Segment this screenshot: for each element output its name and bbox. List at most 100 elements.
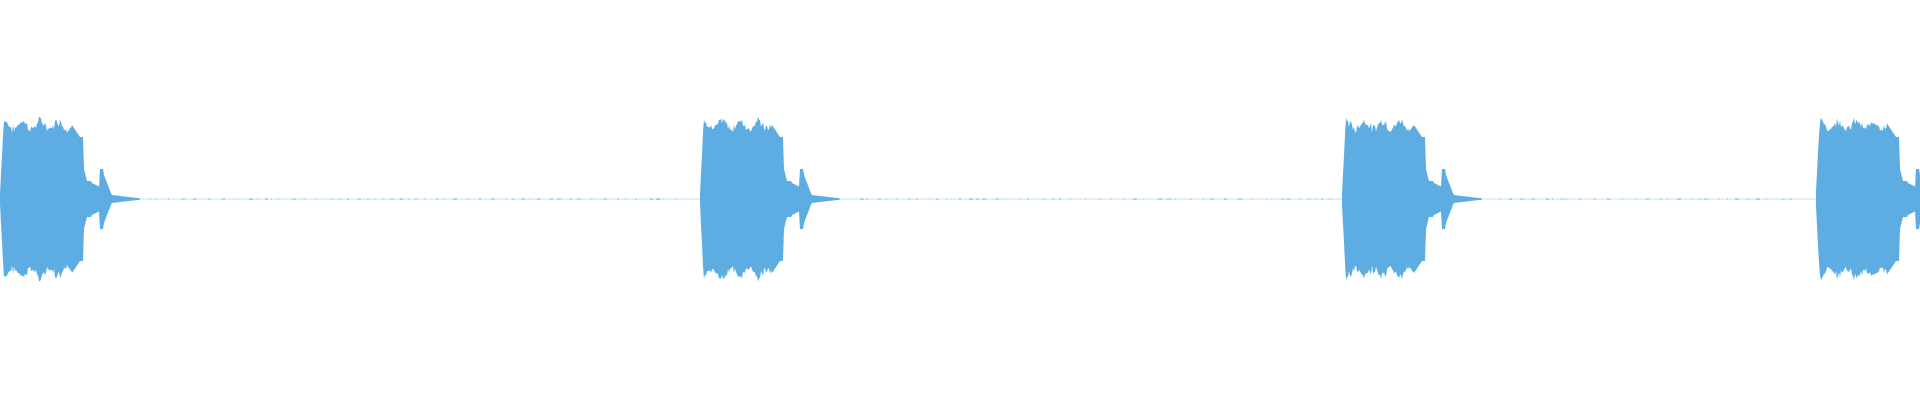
noise-speck xyxy=(1321,198,1323,200)
noise-speck xyxy=(1175,198,1176,200)
noise-speck xyxy=(208,198,211,200)
noise-speck xyxy=(896,198,897,200)
noise-speck xyxy=(1660,198,1662,200)
noise-speck xyxy=(1210,198,1214,200)
noise-speck xyxy=(1099,198,1102,200)
noise-speck xyxy=(1299,198,1300,200)
noise-speck xyxy=(886,198,887,200)
noise-speck xyxy=(453,198,457,200)
noise-speck xyxy=(1719,198,1720,200)
noise-speck xyxy=(181,198,185,200)
noise-speck xyxy=(1635,198,1636,200)
noise-speck xyxy=(1315,198,1316,200)
noise-speck xyxy=(1266,198,1267,200)
noise-speck xyxy=(1327,198,1331,200)
noise-speck xyxy=(1607,198,1610,200)
noise-speck xyxy=(1546,198,1549,200)
noise-speck xyxy=(916,198,918,200)
noise-speck xyxy=(908,198,911,200)
noise-speck xyxy=(436,198,438,200)
noise-speck xyxy=(1622,198,1623,200)
noise-speck xyxy=(676,198,677,200)
noise-speck xyxy=(1006,198,1007,200)
noise-speck xyxy=(316,198,317,200)
noise-speck xyxy=(1133,198,1137,200)
noise-speck xyxy=(1746,198,1750,200)
noise-speck xyxy=(400,198,403,200)
noise-speck xyxy=(617,198,619,200)
noise-speck xyxy=(265,198,268,200)
noise-speck xyxy=(1238,198,1242,200)
noise-speck xyxy=(479,198,481,200)
noise-speck xyxy=(1766,198,1767,200)
noise-speck xyxy=(278,198,279,200)
noise-speck xyxy=(995,198,999,200)
noise-speck xyxy=(1020,198,1021,200)
noise-speck xyxy=(1698,198,1701,200)
waveform-burst-4 xyxy=(1816,117,1920,281)
noise-speck xyxy=(1111,198,1112,200)
noise-speck xyxy=(1756,198,1760,200)
noise-speck xyxy=(1735,198,1739,200)
noise-speck xyxy=(168,198,169,200)
noise-speck xyxy=(374,198,375,200)
noise-speck xyxy=(577,198,581,200)
noise-speck xyxy=(1281,198,1284,200)
noise-speck xyxy=(1677,198,1681,200)
noise-speck xyxy=(635,198,637,200)
noise-speck xyxy=(537,198,540,200)
noise-speck xyxy=(1704,198,1708,200)
noise-speck xyxy=(330,198,333,200)
noise-speck xyxy=(625,198,627,200)
noise-speck xyxy=(1691,198,1692,200)
noise-speck xyxy=(1070,198,1071,200)
noise-speck xyxy=(303,198,306,200)
noise-speck xyxy=(491,198,495,200)
noise-speck xyxy=(1666,198,1668,200)
noise-speck xyxy=(1500,198,1501,200)
noise-speck xyxy=(1566,198,1567,200)
noise-speck xyxy=(1167,198,1171,200)
noise-speck xyxy=(928,198,929,200)
noise-speck xyxy=(512,198,514,200)
noise-speck xyxy=(1143,198,1144,200)
noise-speck xyxy=(408,198,409,200)
noise-speck xyxy=(866,198,868,200)
noise-speck xyxy=(1189,198,1192,200)
noise-speck xyxy=(1123,198,1124,200)
noise-speck xyxy=(959,198,961,200)
noise-speck xyxy=(257,198,258,200)
noise-speck xyxy=(424,198,425,200)
noise-speck xyxy=(347,198,349,200)
noise-speck xyxy=(249,198,253,200)
noise-speck xyxy=(1646,198,1649,200)
noise-speck xyxy=(156,198,157,200)
noise-speck xyxy=(1251,198,1252,200)
noise-speck xyxy=(969,198,973,200)
noise-speck xyxy=(292,198,296,200)
noise-speck xyxy=(237,198,238,200)
noise-speck xyxy=(656,198,660,200)
noise-speck xyxy=(382,198,385,200)
waveform-noise-specks xyxy=(150,198,1792,200)
noise-speck xyxy=(982,198,986,200)
noise-speck xyxy=(390,198,394,200)
waveform-burst-3 xyxy=(1342,117,1482,281)
noise-speck xyxy=(860,198,864,200)
noise-speck xyxy=(1042,198,1046,200)
noise-speck xyxy=(1560,198,1564,200)
noise-speck xyxy=(976,198,979,200)
noise-speck xyxy=(338,198,341,200)
noise-speck xyxy=(1579,198,1582,200)
noise-speck xyxy=(1789,198,1792,200)
noise-speck xyxy=(603,198,607,200)
noise-speck xyxy=(193,198,196,200)
noise-speck xyxy=(466,198,469,200)
noise-speck xyxy=(878,198,881,200)
noise-speck xyxy=(1059,198,1061,200)
noise-speck xyxy=(663,198,664,200)
noise-speck xyxy=(1085,198,1086,200)
noise-speck xyxy=(358,198,361,200)
